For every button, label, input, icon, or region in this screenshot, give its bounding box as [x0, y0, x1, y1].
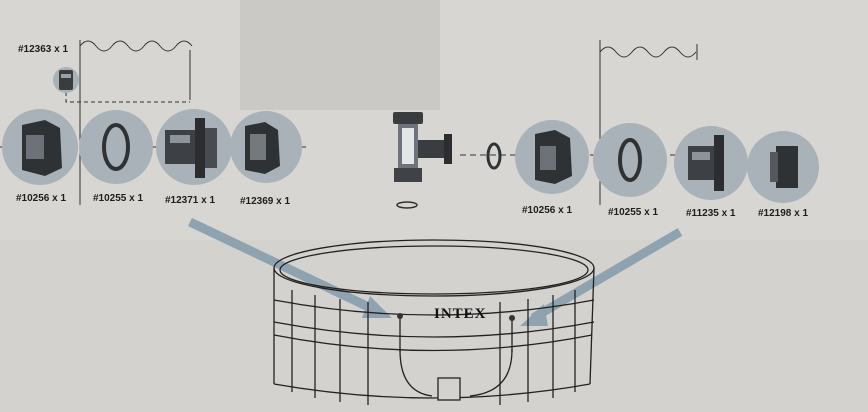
right-connector-point — [509, 315, 515, 321]
part-11235-icon — [674, 126, 748, 200]
valve-assembly-icon — [393, 112, 452, 209]
lower-panel — [0, 240, 868, 412]
brand-logo: INTEX — [434, 306, 487, 322]
label-part-10256-left: #10256 x 1 — [16, 193, 67, 204]
part-10255-left-icon — [79, 110, 153, 184]
part-12371-icon — [156, 109, 232, 185]
part-12363-icon — [53, 67, 79, 93]
o-ring-icon — [486, 142, 502, 170]
label-part-11235: #11235 x 1 — [686, 208, 736, 219]
part-10256-left-icon — [2, 109, 78, 185]
pool-frame — [273, 239, 595, 405]
label-part-10256-right: #10256 x 1 — [522, 205, 573, 216]
label-part-12371: #12371 x 1 — [165, 195, 216, 206]
upper-shadow-panel — [240, 0, 440, 110]
right-arrow — [520, 228, 683, 326]
label-part-12363: #12363 x 1 — [18, 44, 69, 55]
part-12369-icon — [230, 111, 302, 183]
left-connector-point — [397, 313, 403, 319]
part-12198-icon — [747, 131, 819, 203]
label-part-12198: #12198 x 1 — [758, 208, 809, 219]
label-part-10255-right: #10255 x 1 — [608, 207, 659, 218]
label-part-12369: #12369 x 1 — [240, 196, 291, 207]
part-10256-right-icon — [515, 120, 589, 194]
label-part-10255-left: #10255 x 1 — [93, 193, 144, 204]
part-10255-right-icon — [593, 123, 667, 197]
